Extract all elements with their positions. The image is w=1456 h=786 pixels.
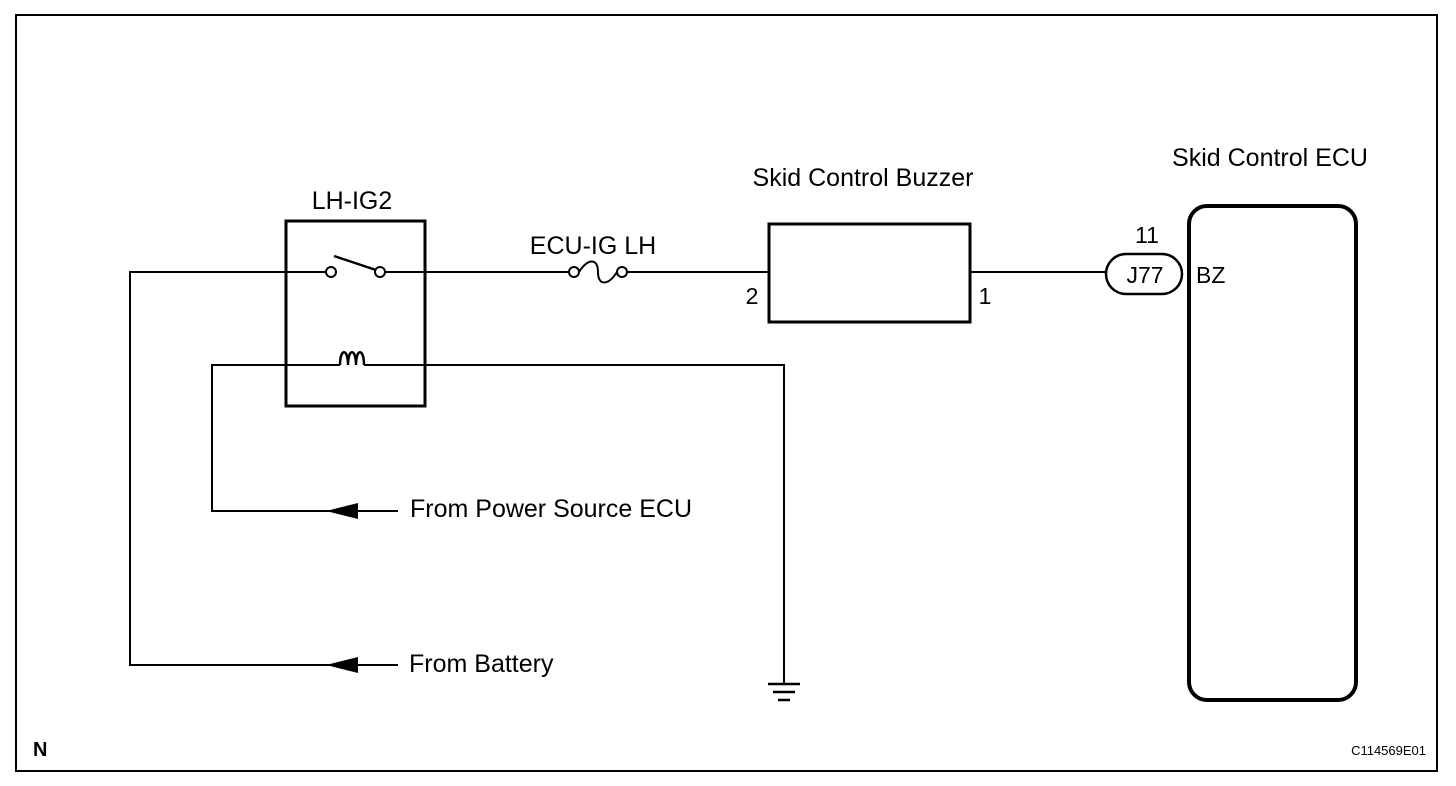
relay-label: LH-IG2	[312, 187, 393, 215]
ecu-box	[1187, 204, 1358, 702]
connector-pin-number: 11	[1135, 222, 1159, 248]
battery-label: From Battery	[409, 650, 554, 678]
power-source-label: From Power Source ECU	[410, 495, 692, 523]
relay-switch-blade	[333, 254, 377, 272]
buzzer-label: Skid Control Buzzer	[753, 164, 974, 192]
relay-contact-left	[325, 266, 337, 278]
battery-arrow-icon	[326, 657, 358, 673]
fuse-icon	[578, 260, 618, 284]
relay-coil-icon	[338, 351, 366, 366]
power-source-arrow-icon	[326, 503, 358, 519]
connector-label: J77	[1126, 262, 1163, 288]
fuse-terminal-left	[568, 266, 580, 278]
ecu-terminal-bz: BZ	[1196, 262, 1225, 288]
wire-power-source	[211, 364, 370, 512]
figure-code: C114569E01	[1351, 743, 1426, 758]
buzzer-pin-1: 1	[979, 283, 992, 309]
ground-icon	[768, 682, 800, 702]
fuse-label: ECU-IG LH	[530, 232, 656, 260]
relay-box	[284, 219, 427, 408]
source-battery: From Battery	[326, 650, 554, 678]
fuse-terminal-right	[616, 266, 628, 278]
ecu-label: Skid Control ECU	[1172, 144, 1368, 172]
wire-coil-to-ground	[364, 364, 785, 683]
buzzer-box	[767, 222, 972, 324]
buzzer-pin-2: 2	[746, 283, 759, 309]
connector-j77	[1104, 252, 1184, 296]
wire-battery	[129, 271, 370, 666]
corner-label-n: N	[33, 739, 47, 761]
relay-contact-right	[374, 266, 386, 278]
skid-control-ecu: Skid Control ECU J77 11 BZ	[1104, 144, 1368, 702]
fuse-ecu-ig-lh: ECU-IG LH	[530, 232, 656, 284]
source-power-source-ecu: From Power Source ECU	[326, 495, 692, 523]
relay-lh-ig2: LH-IG2	[284, 187, 427, 408]
skid-control-buzzer: Skid Control Buzzer 2 1	[746, 164, 992, 324]
